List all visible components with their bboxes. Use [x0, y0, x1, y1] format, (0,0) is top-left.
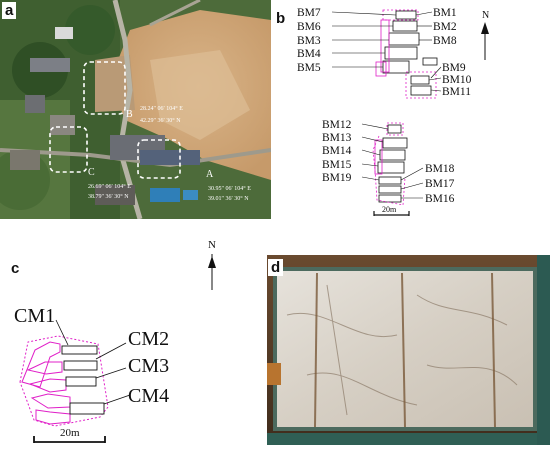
label-cm1: CM1 [14, 305, 55, 327]
panel-d-photo: d [267, 255, 550, 445]
scale-bar-b [373, 211, 410, 216]
label-bm4: BM4 [297, 48, 321, 60]
label-cm2: CM2 [128, 328, 169, 350]
site-a-box [137, 139, 181, 179]
site-b-box [83, 61, 126, 115]
coords-c-line1: 26.69″ 06′ 104° E [88, 183, 131, 190]
coords-b-line1: 28.24″ 06′ 104° E [140, 105, 183, 112]
label-bm7: BM7 [297, 7, 321, 19]
label-bm12: BM12 [322, 119, 352, 131]
label-bm2: BM2 [433, 21, 457, 33]
cm-plan-diagram: N CM1 CM2 CM3 CM4 [14, 239, 216, 443]
label-bm8: BM8 [433, 35, 457, 47]
satellite-image: B C A 28.24″ 06′ 104° E 42.29″ 36′ 30° N… [0, 0, 272, 220]
label-cm3: CM3 [128, 355, 169, 377]
panel-d-label: d [268, 259, 284, 276]
label-bm10: BM10 [442, 74, 472, 86]
label-bm11: BM11 [442, 86, 471, 98]
label-bm5: BM5 [297, 62, 321, 74]
label-cm4: CM4 [128, 385, 169, 407]
coords-a-line1: 30.95″ 06′ 104° E [208, 185, 251, 192]
sample-photo [267, 255, 550, 445]
coords-a-line2: 39.01″ 36′ 30° N [208, 195, 249, 202]
panel-a-satellite-map: B C A 28.24″ 06′ 104° E 42.29″ 36′ 30° N… [0, 0, 272, 220]
bm-plan-diagram: N [297, 7, 489, 216]
label-bm18: BM18 [425, 163, 455, 175]
scale-label-c: 20m [60, 427, 80, 439]
label-bm17: BM17 [425, 178, 455, 190]
label-bm14: BM14 [322, 145, 352, 157]
label-bm15: BM15 [322, 159, 352, 171]
site-label-b: B [126, 109, 133, 120]
coords-b-line2: 42.29″ 36′ 30° N [140, 117, 181, 124]
panel-b-label: b [273, 10, 289, 27]
label-bm16: BM16 [425, 193, 455, 205]
site-label-c: C [88, 167, 95, 178]
label-bm6: BM6 [297, 21, 321, 33]
label-bm3: BM3 [297, 35, 321, 47]
scale-label-b: 20m [382, 205, 397, 214]
label-bm13: BM13 [322, 132, 352, 144]
coords-c-line2: 38.79″ 36′ 30° N [88, 193, 129, 200]
label-bm19: BM19 [322, 172, 352, 184]
panel-a-label: a [2, 2, 17, 19]
label-bm1: BM1 [433, 7, 457, 19]
label-bm9: BM9 [442, 62, 466, 74]
site-label-a: A [206, 169, 214, 180]
north-label-b: N [482, 10, 489, 21]
site-c-box [49, 126, 88, 173]
panel-c-label: c [8, 260, 23, 277]
scale-bar-c [33, 436, 106, 443]
north-label-c: N [208, 239, 216, 251]
panel-c-site-plan: N CM1 CM2 CM3 CM4 [0, 232, 263, 454]
panel-b-site-plan: N [273, 0, 550, 225]
